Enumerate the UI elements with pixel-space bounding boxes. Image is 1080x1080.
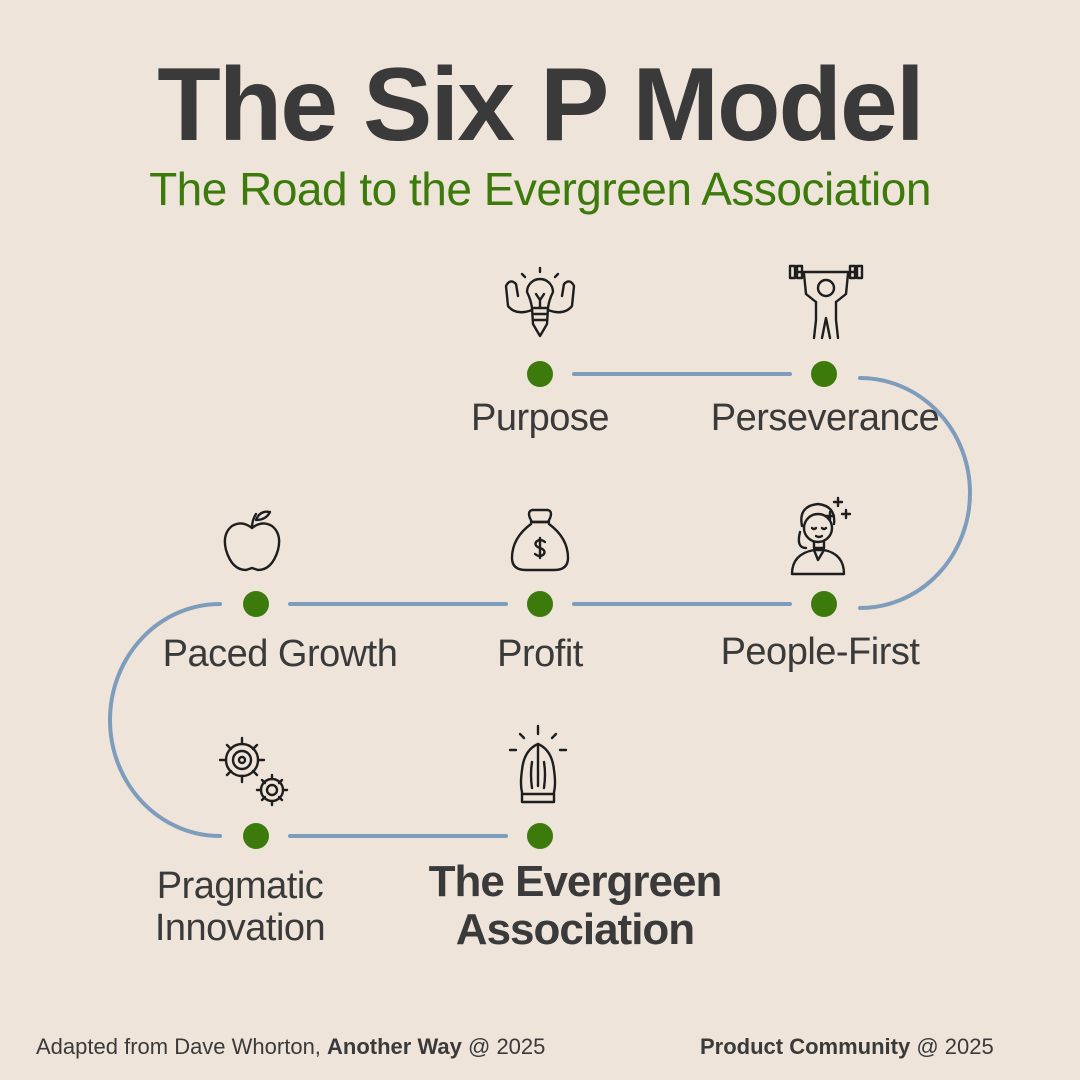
footer-left-prefix: Adapted from Dave Whorton, bbox=[36, 1034, 328, 1059]
step-label-evergreen-line2: Association bbox=[455, 905, 695, 955]
gears-icon bbox=[218, 736, 289, 807]
apple-icon bbox=[223, 510, 281, 572]
footer-attribution: Adapted from Dave Whorton, Another Way @… bbox=[36, 1034, 545, 1060]
step-label-pragmatic-line2: Innovation bbox=[154, 906, 326, 949]
money-bag-icon bbox=[510, 508, 570, 572]
node-evergreen bbox=[527, 823, 553, 849]
road-curve-left bbox=[108, 602, 222, 838]
node-pragmatic-innovation bbox=[243, 823, 269, 849]
page-title: The Six P Model bbox=[157, 47, 925, 163]
footer-left-book: Another Way bbox=[327, 1034, 462, 1059]
step-label-paced-growth: Paced Growth bbox=[162, 633, 398, 675]
step-label-pragmatic-line1: Pragmatic bbox=[156, 865, 324, 907]
road-curve-right bbox=[858, 376, 972, 610]
node-profit bbox=[527, 591, 553, 617]
step-label-purpose: Purpose bbox=[470, 397, 610, 439]
footer-right-suffix: @ 2025 bbox=[910, 1034, 994, 1059]
step-label-evergreen-association: The Evergreen Association bbox=[410, 857, 740, 955]
step-label-people-first: People-First bbox=[720, 631, 920, 673]
page-subtitle: The Road to the Evergreen Association bbox=[149, 163, 931, 215]
node-purpose bbox=[527, 361, 553, 387]
step-label-perseverance: Perseverance bbox=[710, 397, 940, 439]
step-label-profit: Profit bbox=[497, 633, 583, 675]
step-label-pragmatic-innovation: Pragmatic Innovation bbox=[140, 865, 340, 950]
weightlifter-icon bbox=[788, 264, 864, 340]
step-label-evergreen-line1: The Evergreen bbox=[428, 857, 723, 906]
node-paced-growth bbox=[243, 591, 269, 617]
person-care-icon bbox=[790, 496, 852, 576]
node-people-first bbox=[811, 591, 837, 617]
footer-credit: Product Community @ 2025 bbox=[700, 1034, 994, 1060]
node-perseverance bbox=[811, 361, 837, 387]
footer-right-brand: Product Community bbox=[700, 1034, 911, 1059]
lightbulb-flex-icon bbox=[504, 266, 576, 338]
praying-hands-icon bbox=[508, 724, 568, 804]
footer-left-suffix: @ 2025 bbox=[461, 1034, 546, 1059]
